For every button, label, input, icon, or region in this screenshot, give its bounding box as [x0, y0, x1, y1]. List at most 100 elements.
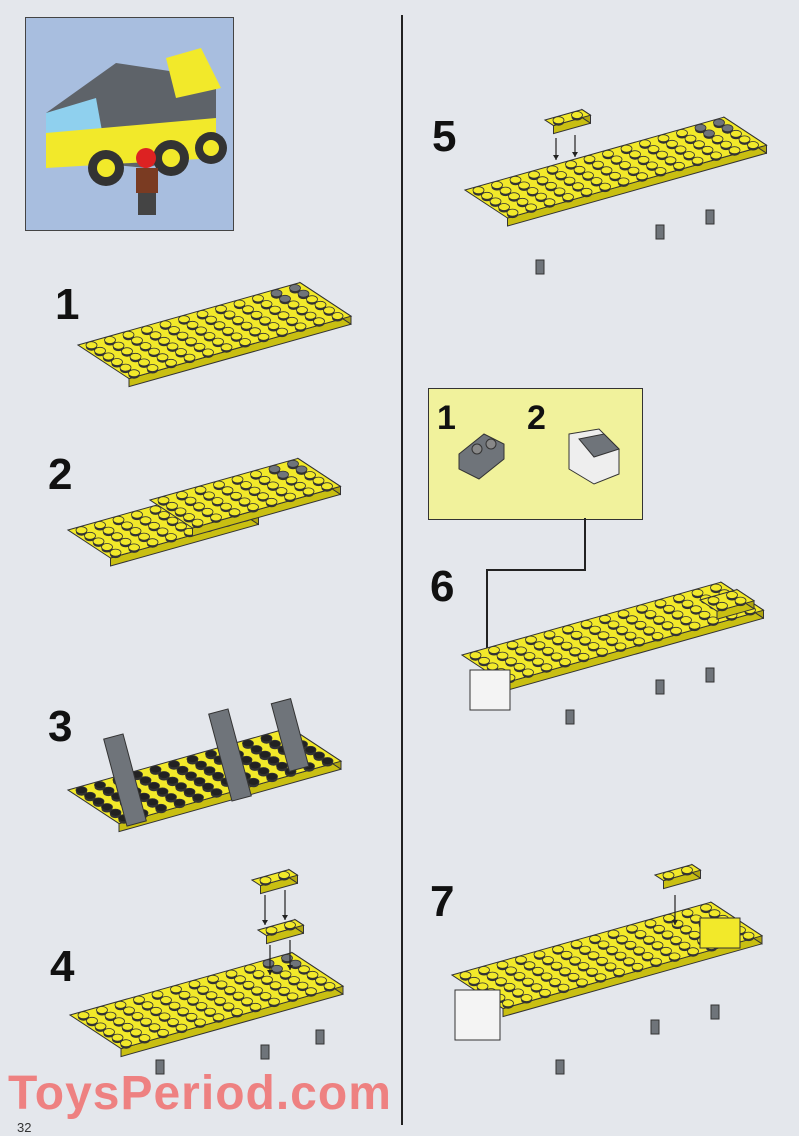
stud — [207, 974, 219, 983]
stud — [653, 615, 665, 624]
stud — [158, 511, 170, 519]
stud — [75, 526, 88, 535]
stud — [580, 620, 593, 628]
step-number-2: 2 — [48, 450, 73, 499]
stud — [244, 964, 256, 973]
stud — [212, 771, 224, 780]
stud — [617, 609, 630, 618]
arrow-head — [672, 920, 678, 925]
stud — [238, 497, 251, 506]
stud — [607, 929, 620, 938]
stud — [592, 160, 604, 169]
stud — [148, 521, 160, 530]
stud — [569, 647, 581, 656]
stud — [502, 999, 514, 1008]
stud — [150, 1006, 162, 1015]
stud — [563, 176, 576, 185]
stud — [559, 658, 571, 666]
stud — [175, 782, 187, 791]
stud — [121, 347, 133, 356]
stud — [688, 930, 701, 939]
arrow-head — [287, 965, 293, 970]
stud — [211, 497, 224, 505]
stud — [560, 950, 573, 959]
stud — [289, 284, 301, 292]
stud — [617, 177, 630, 186]
stud — [128, 369, 140, 378]
stud — [296, 981, 309, 990]
stud — [629, 150, 641, 159]
stud — [671, 610, 684, 619]
stud — [610, 155, 623, 164]
stud — [192, 793, 204, 802]
stud — [210, 788, 223, 797]
stud — [102, 786, 115, 795]
stud — [233, 299, 246, 308]
stud — [259, 750, 271, 759]
stud — [522, 668, 534, 677]
callout-connector — [584, 518, 586, 570]
stud — [109, 808, 122, 817]
stud — [698, 610, 711, 619]
stud — [267, 481, 279, 490]
stud — [149, 331, 162, 340]
stud — [222, 1002, 235, 1011]
stud — [681, 599, 694, 608]
stud — [195, 1002, 208, 1010]
wheel-holder — [655, 224, 665, 240]
stud — [86, 1016, 98, 1025]
stud — [201, 507, 214, 516]
stud — [175, 1023, 188, 1032]
callout-connector — [486, 569, 488, 654]
stud — [557, 983, 570, 992]
stud — [550, 652, 563, 661]
stud — [275, 487, 288, 495]
stud — [159, 320, 172, 329]
stud — [313, 751, 325, 760]
stud — [586, 967, 598, 976]
stud — [626, 615, 638, 624]
stud — [119, 363, 132, 372]
stud — [532, 657, 544, 666]
stud — [170, 985, 182, 994]
stud — [523, 961, 536, 970]
stud — [571, 111, 583, 119]
stud — [589, 625, 601, 634]
stud — [205, 991, 218, 1000]
stud — [268, 997, 280, 1006]
stud — [708, 909, 721, 918]
stud — [186, 755, 199, 763]
stud — [587, 642, 600, 650]
stud — [540, 663, 553, 672]
stud — [131, 336, 143, 345]
callout-sub-step-1: 1 — [437, 399, 456, 437]
stud — [468, 976, 480, 985]
stud — [165, 533, 177, 541]
stud — [526, 187, 539, 195]
stud — [197, 985, 209, 994]
stud — [656, 150, 668, 159]
stud — [562, 193, 574, 201]
stud — [133, 995, 145, 1004]
stud — [185, 1012, 198, 1021]
stud — [193, 777, 206, 785]
stud — [202, 348, 214, 357]
stud — [205, 749, 217, 758]
stud — [710, 583, 722, 592]
stud — [670, 936, 682, 944]
stud — [666, 139, 678, 148]
stud — [240, 481, 252, 489]
stud — [210, 513, 222, 522]
stud — [577, 962, 590, 970]
step-number-4: 4 — [50, 942, 75, 991]
stud — [747, 141, 759, 149]
stud — [266, 772, 278, 781]
stud — [202, 782, 214, 791]
stud — [249, 327, 261, 336]
stud — [543, 630, 556, 639]
stud — [720, 140, 732, 149]
stud — [516, 197, 529, 206]
stud — [94, 1022, 107, 1031]
stud — [542, 956, 554, 964]
stud — [306, 970, 319, 979]
